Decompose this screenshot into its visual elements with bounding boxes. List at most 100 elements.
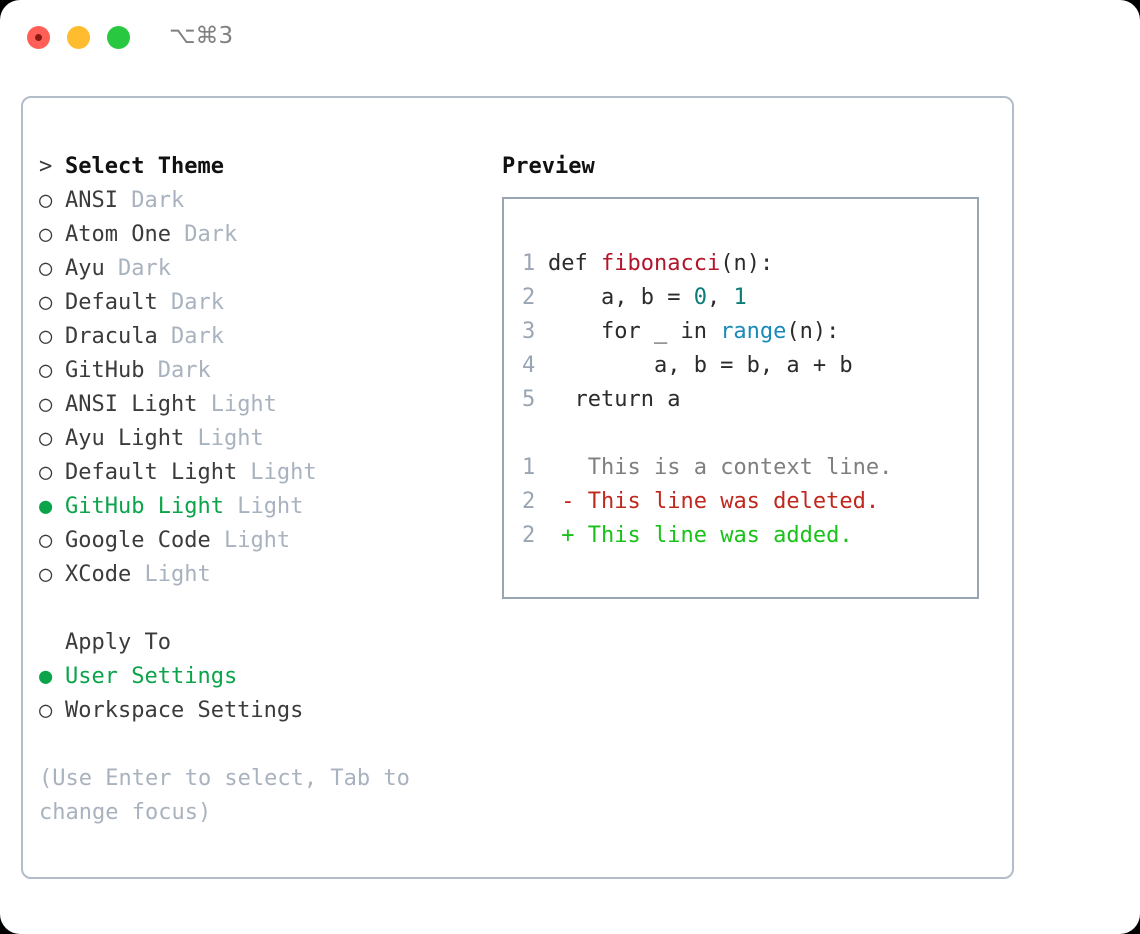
code-token: (n): [786, 319, 840, 344]
code-token: range [720, 319, 787, 344]
line-number: 2 [522, 285, 536, 310]
code-token: , [706, 285, 734, 310]
radio-unselected-icon: ○ [39, 324, 53, 349]
radio-unselected-icon: ○ [39, 698, 53, 723]
minimize-button[interactable] [67, 26, 90, 49]
theme-item-label: Atom One [65, 222, 171, 247]
theme-variant-badge: Dark [144, 358, 211, 383]
diff-line: 1 This is a context line. [522, 451, 977, 485]
code-line: 2 a, b = 0, 1 [522, 281, 977, 315]
theme-picker-column: >Select Theme ○ANSI Dark○Atom One Dark○A… [39, 150, 489, 830]
theme-item[interactable]: ○Ayu Light Light [39, 422, 489, 456]
radio-unselected-icon: ○ [39, 562, 53, 587]
line-number: 1 [522, 251, 536, 276]
zoom-button[interactable] [107, 26, 130, 49]
diff-text: This line was deleted. [574, 489, 880, 514]
radio-selected-icon: ● [39, 664, 53, 689]
line-number: 1 [522, 455, 536, 480]
theme-item[interactable]: ● GitHub Light Light [39, 490, 489, 524]
preview-title: Preview [502, 154, 595, 179]
theme-variant-badge: Light [223, 494, 304, 519]
theme-item-label: XCode [65, 562, 132, 587]
apply-to-item-label: User Settings [65, 664, 238, 689]
theme-item[interactable]: ○ Ayu Dark [39, 252, 489, 286]
close-button[interactable] [27, 26, 50, 49]
theme-variant-badge: Light [237, 460, 317, 485]
diff-sign: + [548, 523, 575, 548]
code-token: a, b = [548, 285, 694, 310]
section-spacer [39, 592, 489, 626]
keyboard-hint: (Use Enter to select, Tab to change focu… [39, 766, 424, 825]
theme-variant-badge: Light [184, 426, 264, 451]
theme-list: ○ANSI Dark○Atom One Dark○Ayu Dark○Defaul… [39, 184, 489, 592]
theme-item[interactable]: ○ANSI Light Light [39, 388, 489, 422]
code-token: (n): [720, 251, 774, 276]
line-number: 2 [522, 489, 536, 514]
code-line: 1 def fibonacci(n): [522, 247, 977, 281]
radio-unselected-icon: ○ [39, 290, 53, 315]
theme-item-label: GitHub Light [65, 494, 224, 519]
hint-spacer [39, 728, 489, 762]
title-bar: ⌥⌘3 [0, 0, 1140, 78]
radio-unselected-icon: ○ [39, 256, 53, 281]
line-number: 3 [522, 319, 536, 344]
diff-sample: 1 This is a context line.2 - This line w… [522, 451, 977, 553]
theme-item-label: Default [65, 290, 158, 315]
select-theme-header: > Select Theme [39, 150, 489, 184]
diff-sign: - [548, 489, 575, 514]
code-token: a, b = b, a + b [548, 353, 853, 378]
radio-unselected-icon: ○ [39, 222, 53, 247]
radio-selected-icon: ● [39, 494, 53, 519]
diff-sign [548, 455, 575, 480]
code-token: for _ in [548, 319, 721, 344]
indent-spacer: > [39, 626, 65, 660]
theme-variant-badge: Dark [117, 188, 185, 213]
radio-unselected-icon: ○ [39, 358, 53, 383]
theme-item[interactable]: ○Default Light Light [39, 456, 489, 490]
code-line: 4 a, b = b, a + b [522, 349, 977, 383]
apply-to-label: Apply To [65, 630, 171, 655]
diff-text: This is a context line. [574, 455, 893, 480]
diff-line: 2 - This line was deleted. [522, 485, 977, 519]
theme-item-label: Ayu [65, 256, 105, 281]
theme-item[interactable]: ○Default Dark [39, 286, 489, 320]
theme-item[interactable]: ○Dracula Dark [39, 320, 489, 354]
code-token: return a [548, 387, 681, 412]
apply-to-list: ● User Settings ○ Workspace Settings [39, 660, 489, 728]
theme-variant-badge: Light [131, 562, 211, 587]
theme-variant-badge: Dark [104, 256, 171, 281]
code-token: fibonacci [600, 251, 721, 276]
line-number: 2 [522, 523, 536, 548]
theme-variant-badge: Light [197, 392, 277, 417]
code-diff-gap [522, 417, 977, 451]
caret-icon: > [39, 154, 53, 179]
apply-to-header: >Apply To [39, 626, 489, 660]
window-controls [27, 26, 130, 49]
apply-to-item-label: Workspace Settings [65, 698, 304, 723]
line-number: 4 [522, 353, 536, 378]
apply-to-item[interactable]: ○ Workspace Settings [39, 694, 489, 728]
theme-item[interactable]: ○ GitHub Dark [39, 354, 489, 388]
theme-item[interactable]: ○Google Code Light [39, 524, 489, 558]
apply-to-item[interactable]: ● User Settings [39, 660, 489, 694]
keyboard-shortcut-label: ⌥⌘3 [169, 23, 234, 49]
theme-item-label: Ayu Light [65, 426, 185, 451]
theme-item[interactable]: ○ANSI Dark [39, 184, 489, 218]
code-token: def [548, 251, 601, 276]
theme-item-label: GitHub [65, 358, 145, 383]
theme-item-label: Google Code [65, 528, 211, 553]
diff-line: 2 + This line was added. [522, 519, 977, 553]
select-theme-label: Select Theme [65, 154, 224, 179]
code-line: 3 for _ in range(n): [522, 315, 977, 349]
code-token: 1 [733, 285, 747, 310]
radio-unselected-icon: ○ [39, 528, 53, 553]
theme-item[interactable]: ○ XCode Light [39, 558, 489, 592]
theme-item[interactable]: ○Atom One Dark [39, 218, 489, 252]
theme-variant-badge: Dark [157, 324, 224, 349]
code-token: 0 [693, 285, 707, 310]
radio-unselected-icon: ○ [39, 460, 53, 485]
theme-item-label: ANSI Light [65, 392, 198, 417]
